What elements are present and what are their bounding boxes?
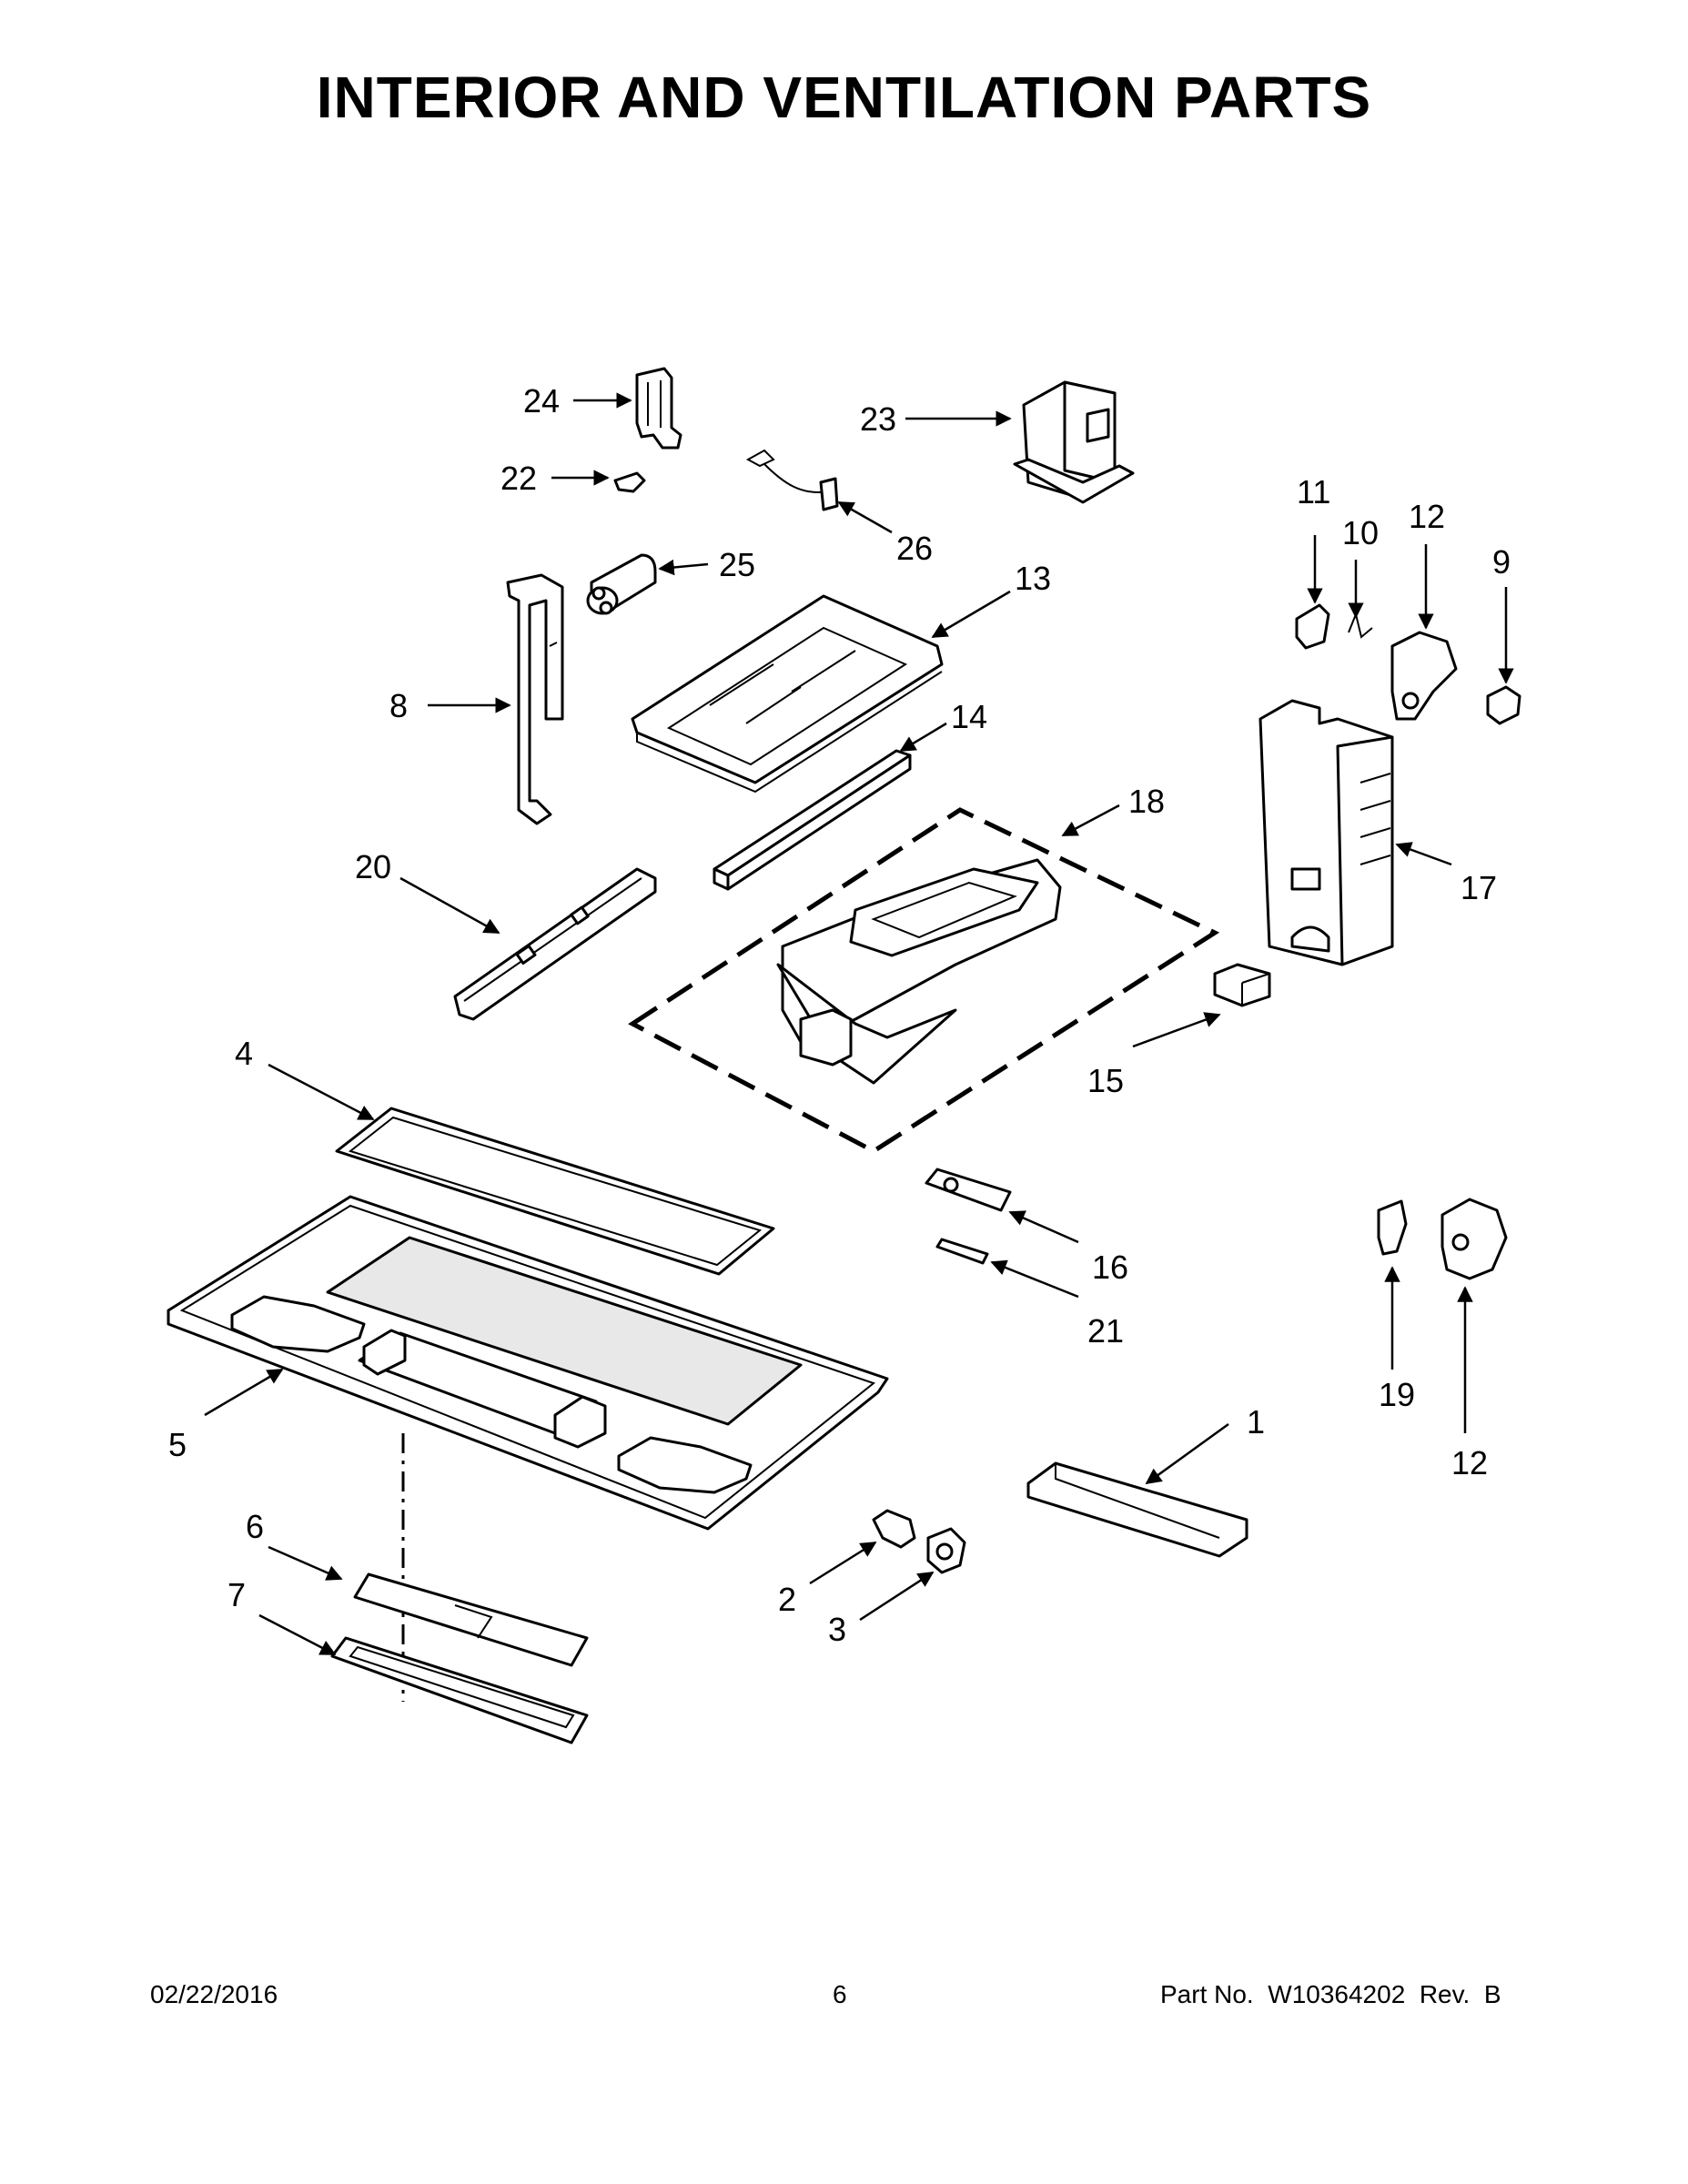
- callout-12-lower: 12: [1451, 1444, 1488, 1481]
- callout-13: 13: [1015, 560, 1051, 597]
- leader-arrows: [204, 392, 1514, 1656]
- part-24-latch-hook[interactable]: [635, 367, 682, 450]
- part-11-switch[interactable]: [1295, 603, 1330, 650]
- callout-4: 4: [235, 1035, 253, 1072]
- part-7-lamp-frame[interactable]: [330, 1636, 589, 1744]
- part-6-lens-cover[interactable]: [353, 1572, 589, 1667]
- part-26-wire[interactable]: [745, 449, 839, 511]
- callout-20: 20: [355, 848, 391, 885]
- callout-labels: 24 22 23 26 25 8 13 14 18 20 11 10 12 9 …: [168, 382, 1511, 1648]
- part-15-block[interactable]: [1213, 963, 1271, 1007]
- part-8-bracket[interactable]: [506, 573, 564, 825]
- footer-page-number: 6: [833, 1980, 847, 2008]
- part-12-latch-switch-bottom[interactable]: [1440, 1198, 1508, 1280]
- part-1-vent-grille[interactable]: [1026, 1461, 1248, 1558]
- part-10-spring[interactable]: [1348, 611, 1373, 639]
- part-12-latch-switch-top[interactable]: [1390, 631, 1458, 721]
- callout-1: 1: [1247, 1403, 1265, 1441]
- callout-24: 24: [523, 382, 560, 420]
- callout-14: 14: [951, 698, 987, 735]
- part-23-transformer[interactable]: [1013, 380, 1135, 504]
- part-19-switch[interactable]: [1377, 1199, 1408, 1256]
- footer-part-number: Part No. W10364202 Rev. B: [1160, 1980, 1501, 2008]
- callout-23: 23: [860, 400, 896, 438]
- callout-6: 6: [246, 1508, 264, 1545]
- part-5-bottom-plate[interactable]: [167, 1195, 889, 1531]
- callout-19: 19: [1379, 1376, 1415, 1413]
- callout-18: 18: [1128, 783, 1165, 820]
- page-title: INTERIOR AND VENTILATION PARTS: [316, 65, 1372, 130]
- callout-22: 22: [500, 460, 537, 497]
- part-16-thermal-plate[interactable]: [925, 1168, 1012, 1212]
- callout-10: 10: [1342, 514, 1379, 551]
- callout-3: 3: [828, 1611, 846, 1648]
- callout-17: 17: [1461, 869, 1497, 906]
- part-4-filter[interactable]: [335, 1107, 775, 1276]
- part-3-socket[interactable]: [926, 1527, 966, 1574]
- part-25-capacitor[interactable]: [586, 553, 657, 615]
- part-22-clip[interactable]: [613, 471, 646, 493]
- footer-date: 02/22/2016: [150, 1980, 278, 2008]
- callout-12: 12: [1409, 498, 1445, 535]
- callout-7: 7: [227, 1576, 246, 1613]
- callout-15: 15: [1087, 1062, 1124, 1099]
- callout-26: 26: [896, 530, 933, 567]
- part-18-blower-assembly[interactable]: [628, 807, 1220, 1154]
- part-20-control-bracket[interactable]: [453, 867, 657, 1021]
- callout-2: 2: [778, 1581, 796, 1618]
- part-2-bulb[interactable]: [872, 1509, 916, 1549]
- part-14-bar[interactable]: [713, 749, 912, 891]
- callout-25: 25: [719, 546, 755, 583]
- callout-16: 16: [1092, 1249, 1128, 1286]
- callout-5: 5: [168, 1426, 187, 1463]
- part-21-fuse[interactable]: [935, 1238, 989, 1265]
- callout-8: 8: [389, 687, 408, 724]
- part-13-base-plate[interactable]: [631, 594, 944, 794]
- callout-9: 9: [1492, 543, 1511, 581]
- callout-21: 21: [1087, 1312, 1124, 1350]
- part-9-actuator[interactable]: [1486, 685, 1521, 725]
- part-17-air-duct[interactable]: [1258, 699, 1394, 966]
- callout-11: 11: [1297, 473, 1330, 511]
